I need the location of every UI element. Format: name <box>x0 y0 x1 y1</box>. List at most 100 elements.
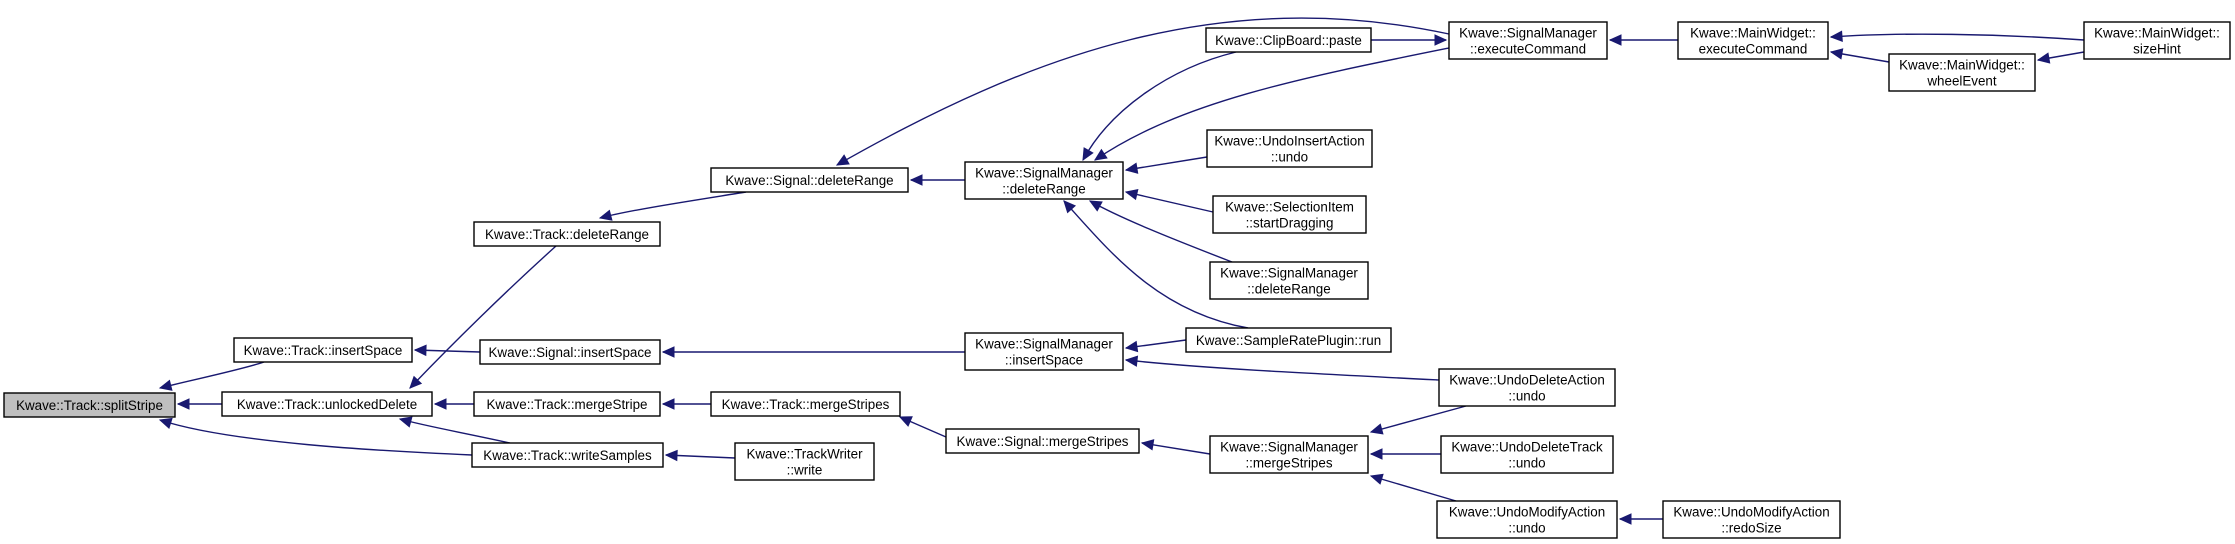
edge-sizeHint-to-mwWheel <box>2036 51 2085 64</box>
node-label: Kwave::UndoDeleteTrack <box>1451 440 1603 455</box>
node-label: Kwave::MainWidget:: <box>2094 26 2220 41</box>
node-writeSamples[interactable]: Kwave::Track::writeSamples <box>471 442 664 468</box>
node-label: ::executeCommand <box>1470 42 1586 57</box>
node-label: Kwave::SignalManager <box>1459 26 1597 41</box>
node-unlockedDelete[interactable]: Kwave::Track::unlockedDelete <box>221 391 433 417</box>
node-redoSize[interactable]: Kwave::UndoModifyAction::redoSize <box>1662 500 1841 539</box>
edge-undoDeleteAction-to-smMergeStripes <box>1369 405 1467 435</box>
node-smDeleteRange2[interactable]: Kwave::SignalManager::deleteRange <box>1209 261 1369 300</box>
node-box <box>1185 327 1392 353</box>
edge-smDeleteRange2-to-smDeleteRange <box>1088 200 1233 263</box>
edge-unlockedDelete-to-splitStripe <box>176 398 222 410</box>
arrowhead <box>598 209 613 221</box>
node-mergeStripesS[interactable]: Kwave::Signal::mergeStripes <box>945 428 1140 454</box>
node-label: Kwave::SampleRatePlugin::run <box>1196 333 1381 348</box>
node-label: Kwave::MainWidget:: <box>1899 58 2025 73</box>
node-label: Kwave::Signal::deleteRange <box>725 173 893 188</box>
node-smMergeStripes[interactable]: Kwave::SignalManager::mergeStripes <box>1209 435 1369 474</box>
arrowhead <box>1434 34 1448 46</box>
node-box <box>1209 435 1369 474</box>
node-box <box>473 391 661 417</box>
node-box <box>964 161 1124 200</box>
node-box <box>2083 21 2231 60</box>
arrowhead <box>1093 148 1108 161</box>
call-nodes: Kwave::Track::splitStripe Kwave::Track::i… <box>3 21 2231 539</box>
arrowhead <box>1124 355 1139 367</box>
edge-smMergeStripes-to-mergeStripesS <box>1140 439 1211 455</box>
edge-redoSize-to-undoModify <box>1618 513 1663 525</box>
node-label: Kwave::UndoDeleteAction <box>1449 373 1605 388</box>
node-label: ::undo <box>1508 389 1545 404</box>
node-label: Kwave::Track::insertSpace <box>244 343 403 358</box>
edge-smExecute-to-smDeleteRange <box>1093 47 1450 161</box>
node-clipPaste[interactable]: Kwave::ClipBoard::paste <box>1205 27 1372 53</box>
node-label: ::undo <box>1508 521 1545 536</box>
arrowhead <box>1369 423 1384 435</box>
edge-insertSpaceS-to-insertSpaceT <box>413 344 481 357</box>
node-deleteRangeS[interactable]: Kwave::Signal::deleteRange <box>710 167 909 193</box>
node-smExecute[interactable]: Kwave::SignalManager::executeCommand <box>1448 21 1608 60</box>
edge-undoDeleteTrack-to-smMergeStripes <box>1369 448 1441 460</box>
edge-smInsertSpace-to-insertSpaceS <box>661 346 965 358</box>
node-undoModify[interactable]: Kwave::UndoModifyAction::undo <box>1436 500 1618 539</box>
node-label: wheelEvent <box>1926 74 1997 89</box>
arrowhead <box>2036 52 2051 64</box>
arrowhead <box>664 449 678 462</box>
edge-trackWriter-to-writeSamples <box>664 449 736 462</box>
edge-smExecute-to-deleteRangeS <box>835 17 1450 166</box>
node-mwExecute[interactable]: Kwave::MainWidget::executeCommand <box>1677 21 1829 60</box>
node-label: Kwave::SignalManager <box>1220 440 1358 455</box>
node-label: ::startDragging <box>1246 216 1334 231</box>
node-label: Kwave::MainWidget:: <box>1690 26 1816 41</box>
node-box <box>1448 21 1608 60</box>
node-srPlugin[interactable]: Kwave::SampleRatePlugin::run <box>1185 327 1392 353</box>
node-box <box>1205 27 1372 53</box>
node-sizeHint[interactable]: Kwave::MainWidget::sizeHint <box>2083 21 2231 60</box>
edge-mergeStripesT-to-mergeStripe <box>661 398 711 410</box>
node-box <box>1438 368 1616 407</box>
node-label: Kwave::TrackWriter <box>746 447 863 462</box>
arrowhead <box>661 398 675 410</box>
node-box <box>233 337 413 363</box>
edge-clipPaste-to-smDeleteRange <box>1082 51 1237 162</box>
node-box <box>710 167 909 193</box>
node-box <box>1206 129 1373 168</box>
arrowhead <box>1608 34 1622 46</box>
node-box <box>479 339 661 365</box>
node-selItem[interactable]: Kwave::SelectionItem::startDragging <box>1212 195 1367 234</box>
node-insertSpaceT[interactable]: Kwave::Track::insertSpace <box>233 337 413 363</box>
node-label: sizeHint <box>2133 42 2181 57</box>
node-box <box>1888 53 2036 92</box>
node-undoDeleteAction[interactable]: Kwave::UndoDeleteAction::undo <box>1438 368 1616 407</box>
node-splitStripe[interactable]: Kwave::Track::splitStripe <box>3 392 176 418</box>
node-undoDeleteTrack[interactable]: Kwave::UndoDeleteTrack::undo <box>1440 435 1614 474</box>
node-label: Kwave::SignalManager <box>1220 266 1358 281</box>
node-box <box>1436 500 1618 539</box>
arrowhead <box>1369 448 1383 460</box>
edge-mergeStripesS-to-mergeStripesT <box>898 416 947 438</box>
node-box <box>1662 500 1841 539</box>
arrowhead <box>158 379 173 391</box>
edge-mergeStripe-to-unlockedDelete <box>433 398 474 410</box>
node-mergeStripe[interactable]: Kwave::Track::mergeStripe <box>473 391 661 417</box>
node-smDeleteRange[interactable]: Kwave::SignalManager::deleteRange <box>964 161 1124 200</box>
edge-insertSpaceT-to-splitStripe <box>158 361 265 391</box>
node-undoInsert[interactable]: Kwave::UndoInsertAction::undo <box>1206 129 1373 168</box>
arrowhead <box>1829 30 1843 42</box>
node-mergeStripesT[interactable]: Kwave::Track::mergeStripes <box>710 391 901 417</box>
node-mwWheel[interactable]: Kwave::MainWidget::wheelEvent <box>1888 53 2036 92</box>
node-label: Kwave::SignalManager <box>975 337 1113 352</box>
node-label: Kwave::Track::unlockedDelete <box>237 397 417 412</box>
edge-undoModify-to-smMergeStripes <box>1369 473 1457 502</box>
node-smInsertSpace[interactable]: Kwave::SignalManager::insertSpace <box>964 332 1124 371</box>
arrowhead <box>835 154 850 166</box>
arrowhead <box>409 375 423 389</box>
node-deleteRangeT[interactable]: Kwave::Track::deleteRange <box>473 221 661 247</box>
node-insertSpaceS[interactable]: Kwave::Signal::insertSpace <box>479 339 661 365</box>
arrowhead <box>1618 513 1632 525</box>
node-label: Kwave::UndoInsertAction <box>1214 134 1364 149</box>
arrowhead <box>1124 340 1139 353</box>
node-label: ::mergeStripes <box>1245 456 1332 471</box>
node-trackWriter[interactable]: Kwave::TrackWriter::write <box>734 442 875 481</box>
node-box <box>1440 435 1614 474</box>
